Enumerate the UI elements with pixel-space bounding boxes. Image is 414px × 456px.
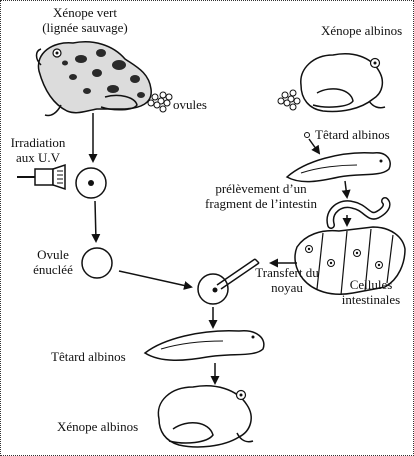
arrow-tadpole-to-intestine: [345, 181, 347, 197]
irradiated-ovule: [76, 168, 106, 198]
arrow-enucleated-to-recipient: [119, 271, 191, 287]
albino-frog-bottom: [158, 386, 253, 447]
label-albino-tadpole-bottom: Têtard albinos: [51, 349, 126, 364]
albino-tadpole-bottom: [145, 331, 264, 361]
label-wild-frog-line1: Xénope vert: [25, 5, 145, 20]
label-albino-tadpole-top: Têtard albinos: [315, 127, 390, 142]
label-enucleated-ovule-line2: énucléé: [25, 262, 81, 277]
label-sampling-line2: fragment de l’intestin: [191, 196, 331, 211]
label-wild-frog: Xénope vert (lignée sauvage): [25, 5, 145, 35]
label-sampling: prélèvement d’un fragment de l’intestin: [191, 181, 331, 211]
label-irradiation: Irradiation aux U.V: [3, 135, 73, 165]
albino-tadpole-top: [287, 153, 390, 182]
label-intestinal-cells-line2: intestinales: [329, 292, 413, 307]
uv-lamp-icon: [17, 165, 65, 189]
label-wild-frog-line2: (lignée sauvage): [25, 20, 145, 35]
label-albino-frog-top: Xénope albinos: [321, 23, 402, 38]
egg-cluster-albino: [278, 90, 300, 110]
intestine-fragment: [330, 201, 386, 225]
label-enucleated-ovule-line1: Ovule: [25, 247, 81, 262]
label-irradiation-line2: aux U.V: [3, 150, 73, 165]
label-nucleus-transfer: Transfert du noyau: [245, 265, 329, 295]
label-enucleated-ovule: Ovule énucléé: [25, 247, 81, 277]
label-nucleus-transfer-line2: noyau: [245, 280, 329, 295]
recipient-ovule: [198, 274, 228, 304]
label-ovules: ovules: [173, 97, 207, 112]
label-sampling-line1: prélèvement d’un: [191, 181, 331, 196]
enucleated-ovule: [82, 248, 112, 278]
single-egg: [305, 133, 310, 138]
albino-frog-top: [301, 54, 385, 112]
label-nucleus-transfer-line1: Transfert du: [245, 265, 329, 280]
label-intestinal-cells: Cellules intestinales: [329, 277, 413, 307]
wild-green-frog: [37, 42, 152, 116]
label-albino-frog-bottom: Xénope albinos: [57, 419, 138, 434]
arrow-ovule-to-enucleated: [95, 201, 96, 241]
label-intestinal-cells-line1: Cellules: [329, 277, 413, 292]
label-irradiation-line1: Irradiation: [3, 135, 73, 150]
